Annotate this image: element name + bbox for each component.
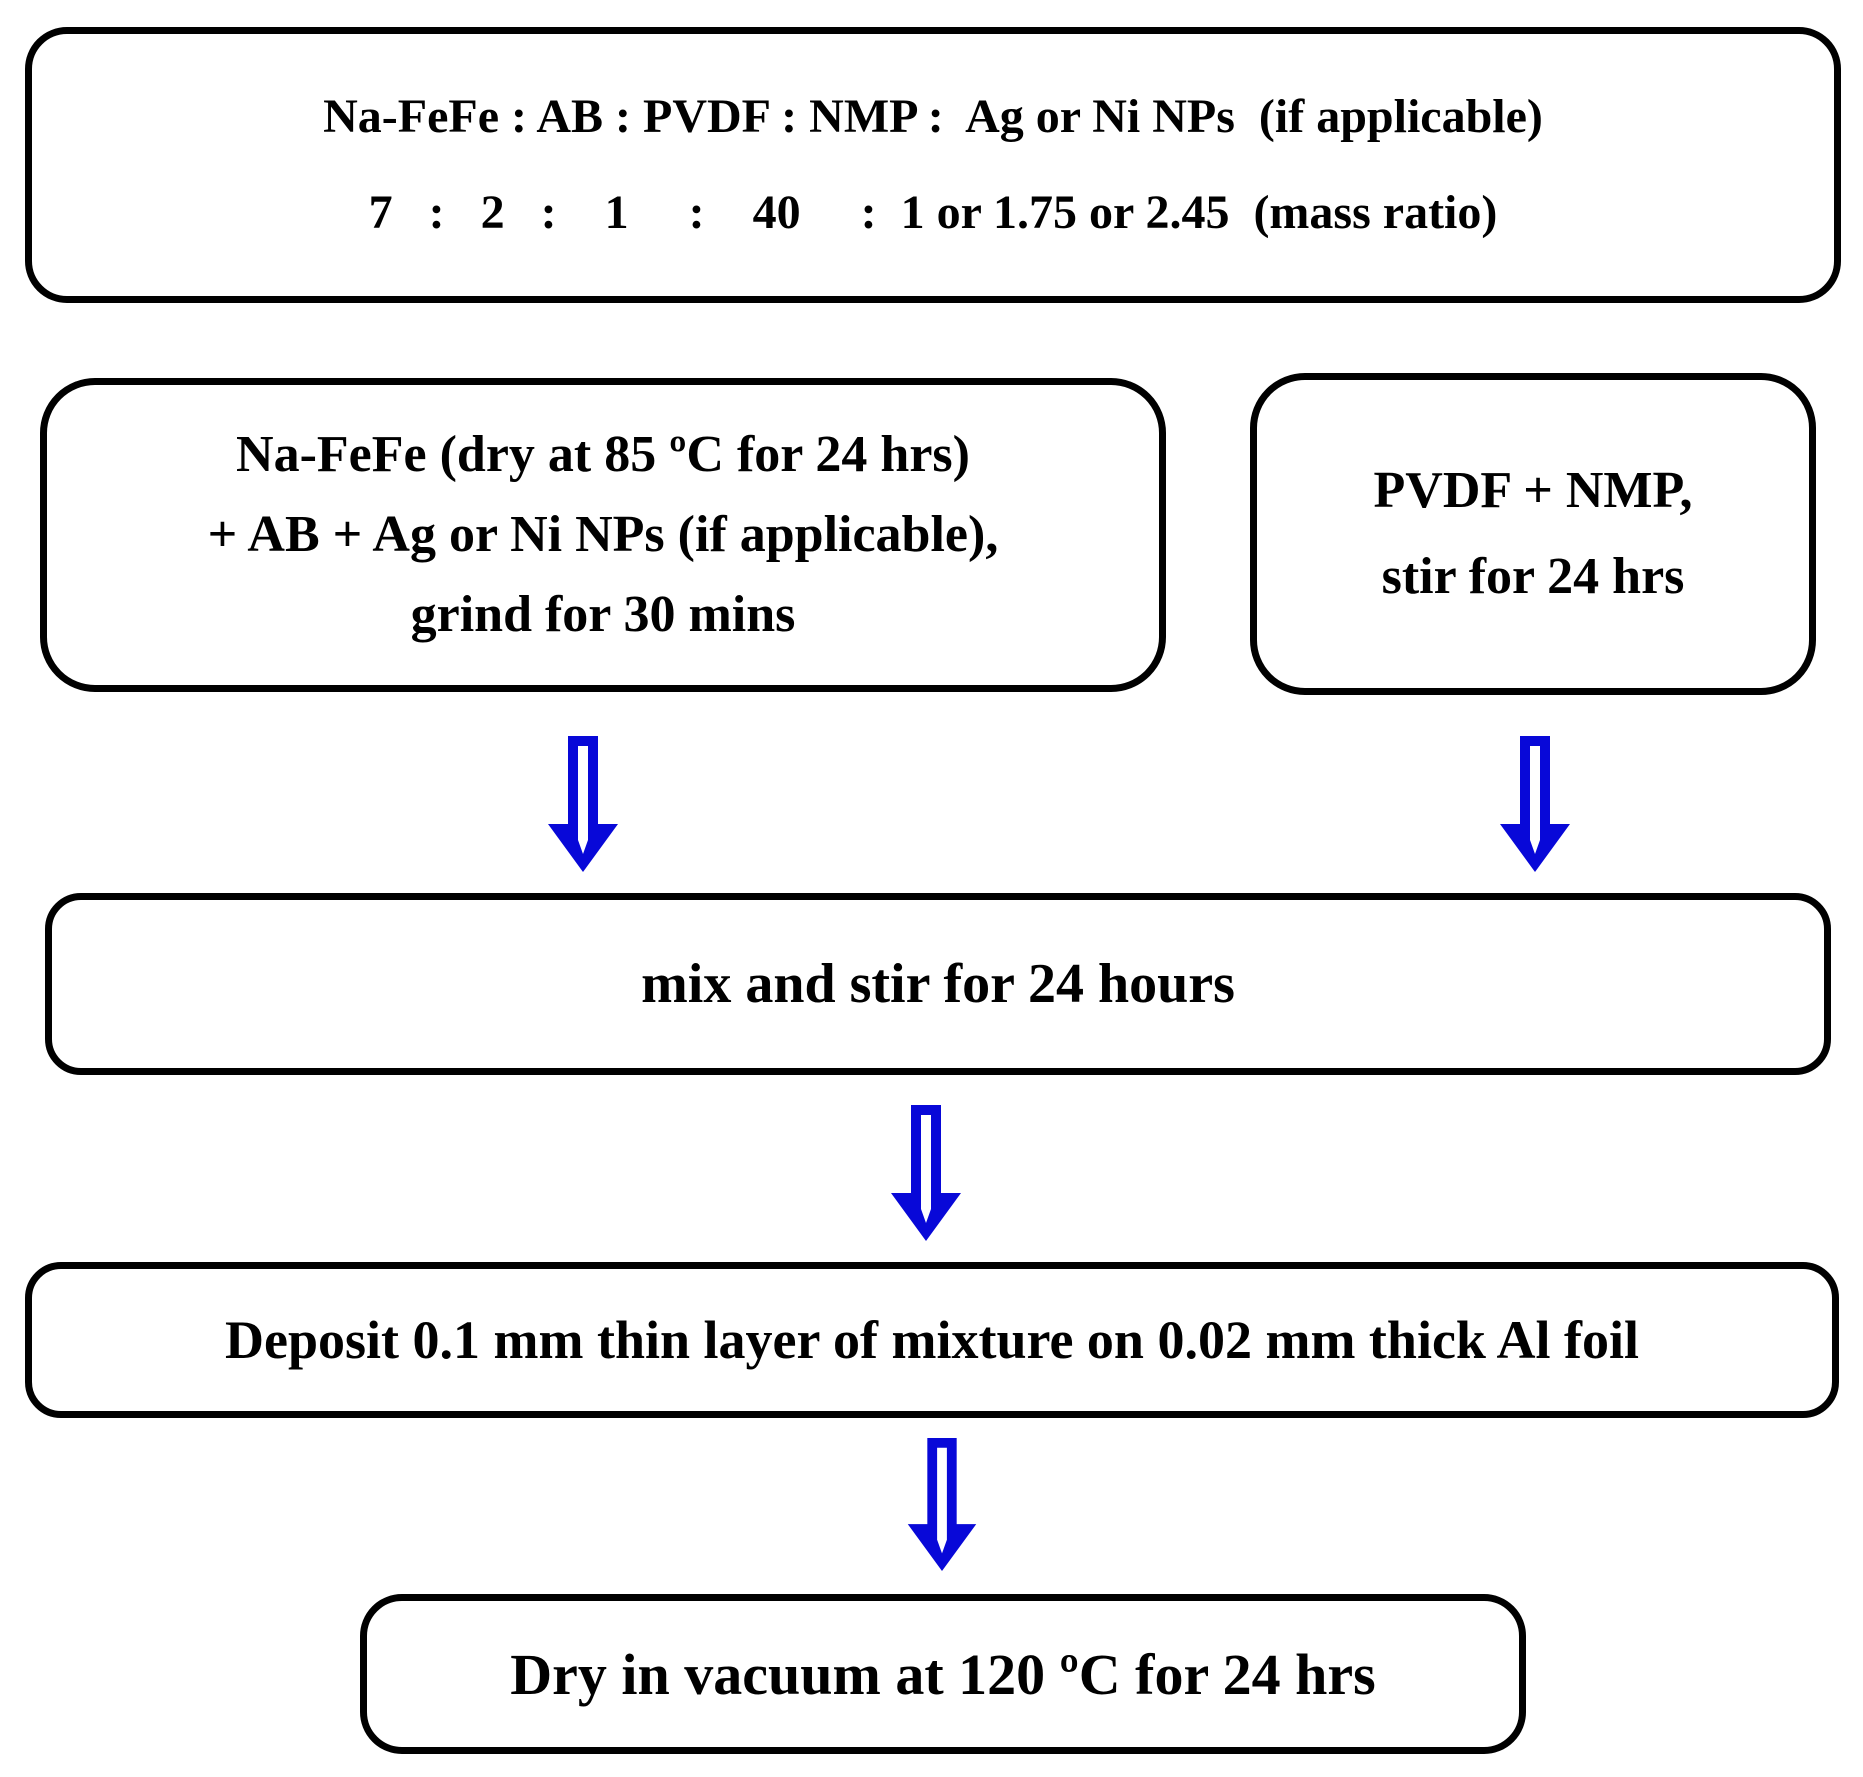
down-arrow-icon	[1500, 736, 1570, 872]
pvdf-nmp-stir-box: PVDF + NMP, stir for 24 hrs	[1250, 373, 1816, 695]
down-arrow-icon	[548, 736, 618, 872]
vacuum-dry-box: Dry in vacuum at 120 ºC for 24 hrs	[360, 1594, 1526, 1754]
grind-step-line-1: Na-FeFe (dry at 85 ºC for 24 hrs)	[236, 426, 970, 483]
ratio-components-line: Na-FeFe : AB : PVDF : NMP : Ag or Ni NPs…	[323, 90, 1543, 143]
mass-ratio-box: Na-FeFe : AB : PVDF : NMP : Ag or Ni NPs…	[25, 27, 1841, 303]
mix-stir-label: mix and stir for 24 hours	[641, 953, 1235, 1015]
vacuum-dry-label: Dry in vacuum at 120 ºC for 24 hrs	[510, 1641, 1376, 1707]
grind-step-line-2: + AB + Ag or Ni NPs (if applicable),	[207, 506, 999, 563]
grind-step-box: Na-FeFe (dry at 85 ºC for 24 hrs) + AB +…	[40, 378, 1166, 692]
pvdf-nmp-line-2: stir for 24 hrs	[1381, 548, 1685, 605]
grind-step-line-3: grind for 30 mins	[410, 586, 796, 643]
down-arrow-icon	[907, 1438, 977, 1572]
deposit-layer-box: Deposit 0.1 mm thin layer of mixture on …	[25, 1262, 1839, 1418]
pvdf-nmp-line-1: PVDF + NMP,	[1373, 462, 1693, 519]
ratio-values-line: 7 : 2 : 1 : 40 : 1 or 1.75 or 2.45 (mass…	[368, 186, 1498, 239]
mix-stir-box: mix and stir for 24 hours	[45, 893, 1831, 1075]
deposit-layer-label: Deposit 0.1 mm thin layer of mixture on …	[225, 1310, 1639, 1370]
down-arrow-icon	[891, 1105, 961, 1241]
